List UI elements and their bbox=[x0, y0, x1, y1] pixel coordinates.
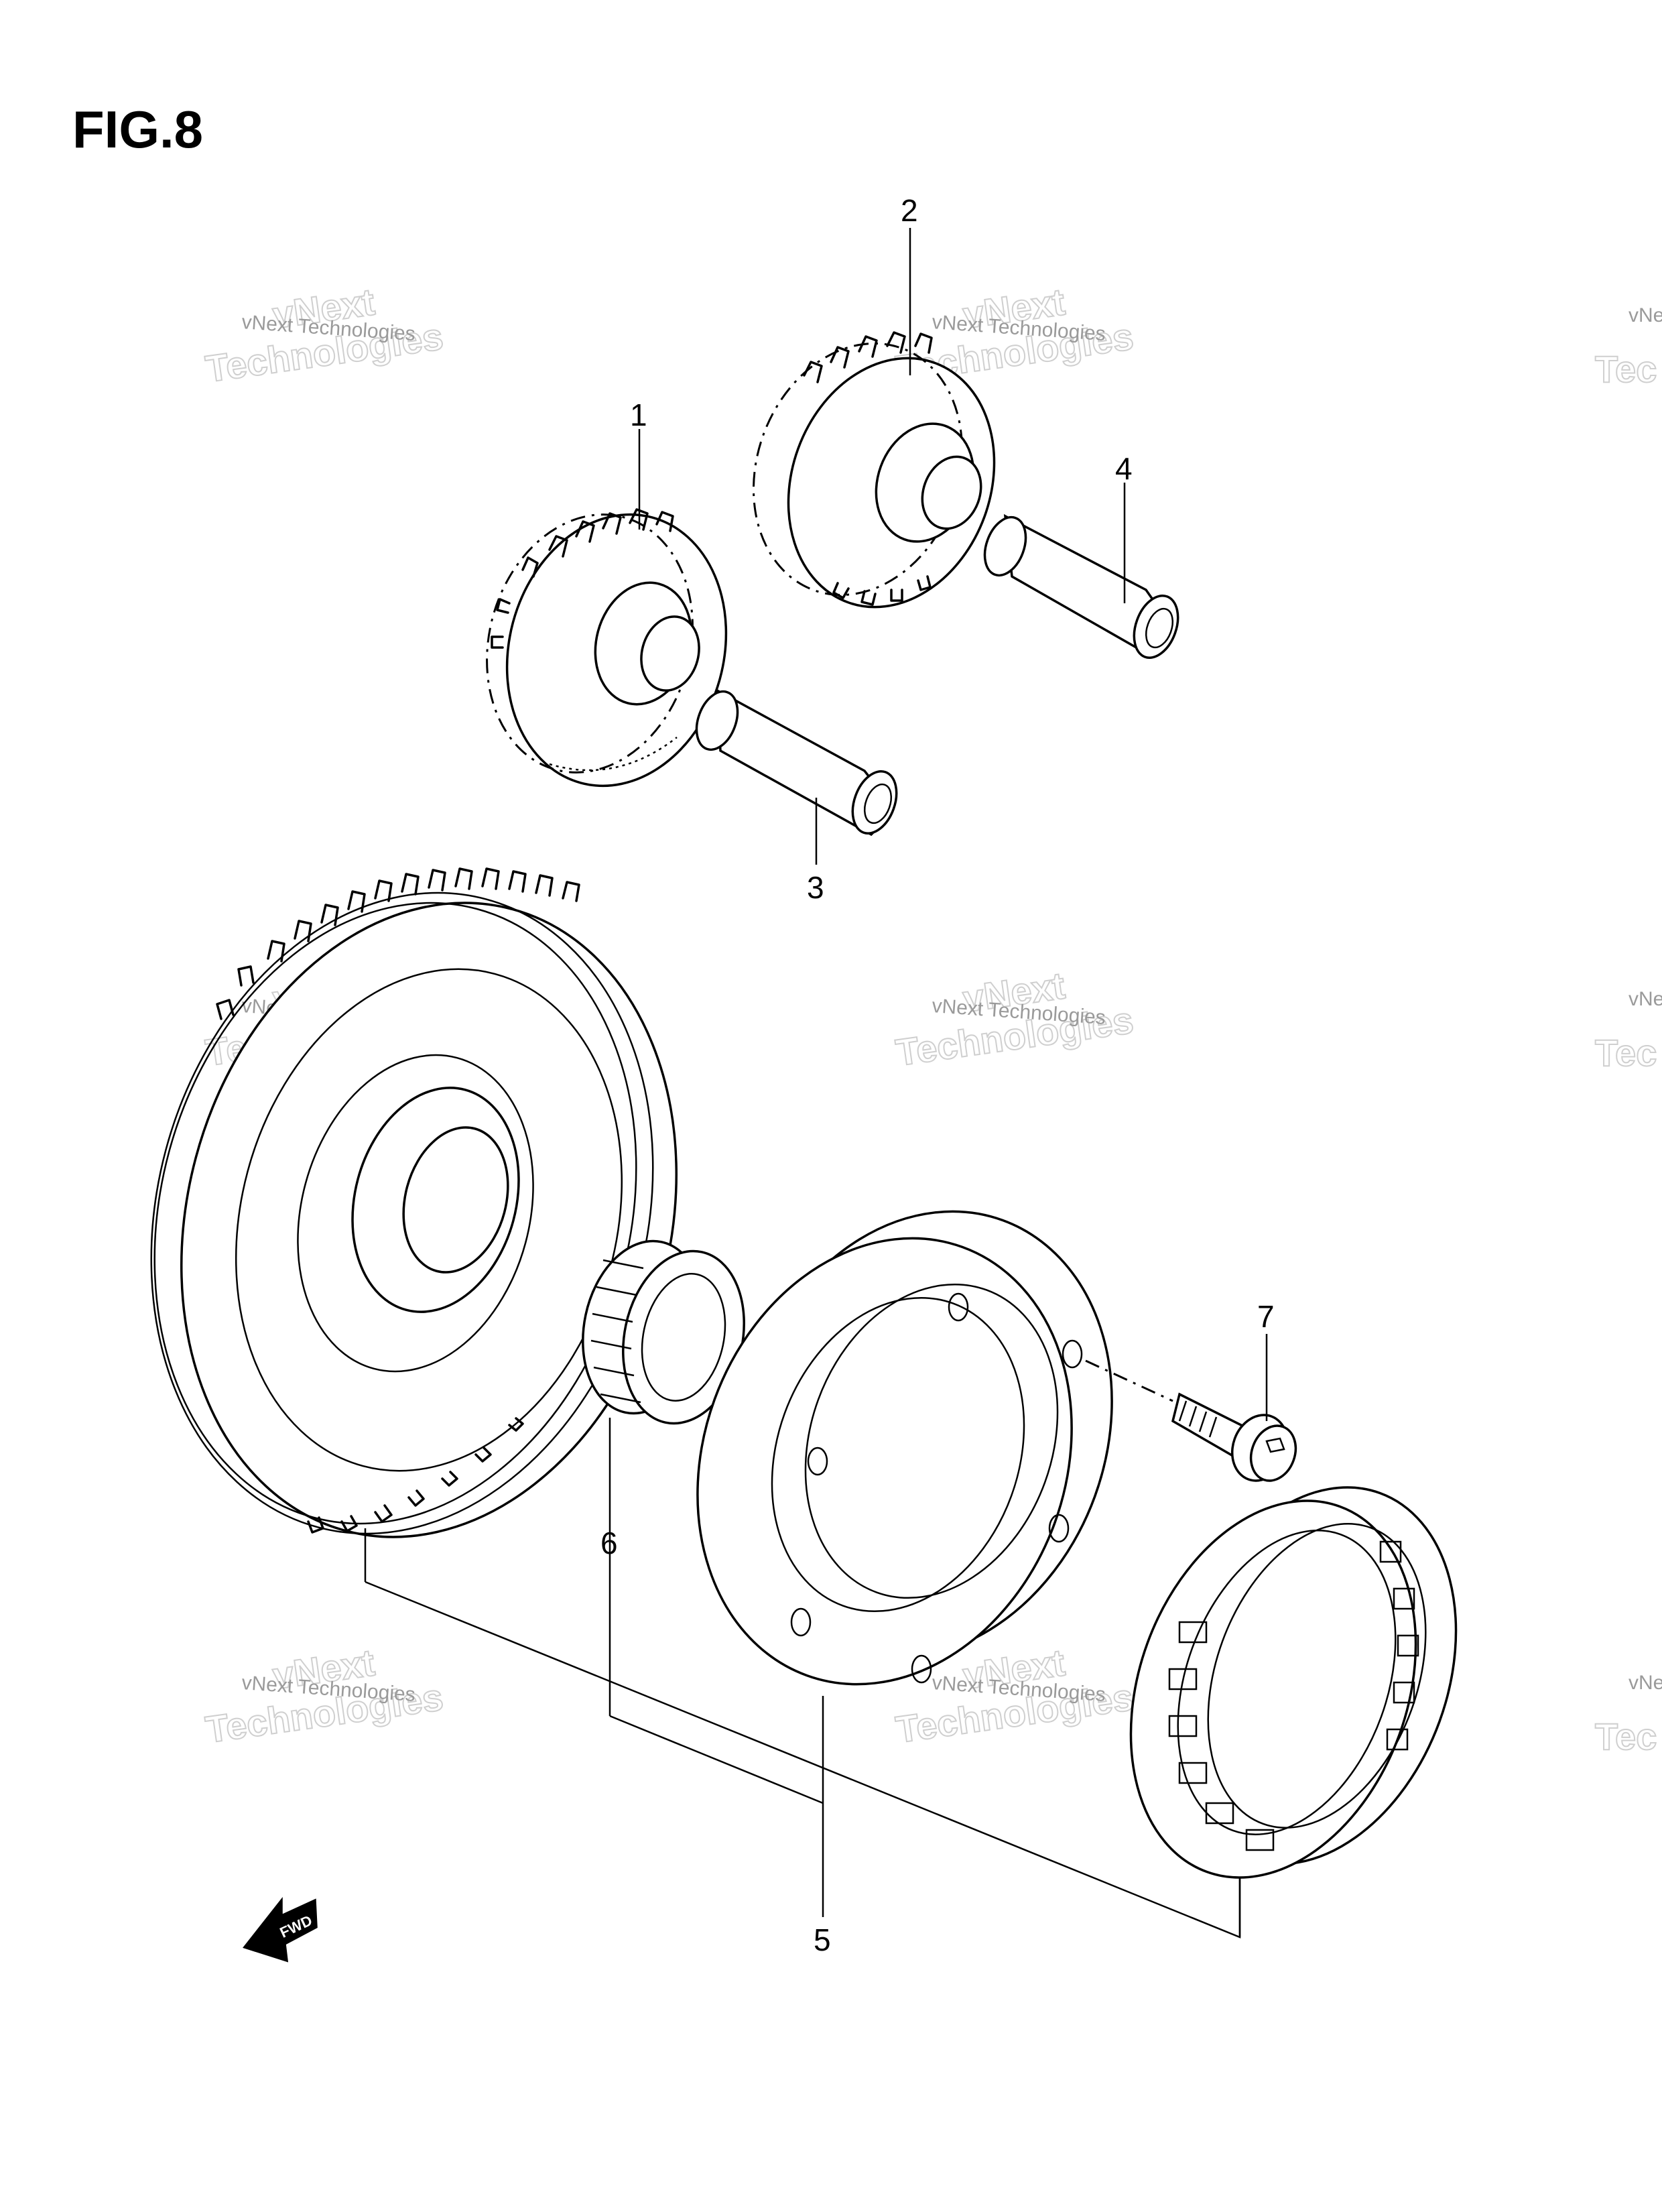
figure-title: FIG.8 bbox=[72, 100, 203, 159]
callout-7: 7 bbox=[1257, 1299, 1275, 1334]
part-1-gear bbox=[486, 508, 728, 788]
starter-driven-gear bbox=[150, 867, 678, 1538]
watermark-text: vNe bbox=[1628, 988, 1662, 1010]
part-2-gear bbox=[752, 331, 996, 609]
watermark-text: vNe bbox=[1628, 304, 1662, 326]
callout-2: 2 bbox=[901, 193, 918, 228]
watermark-text: Tec bbox=[1595, 1715, 1657, 1758]
leader-lines bbox=[364, 228, 1268, 1939]
fwd-direction-arrow: FWD bbox=[243, 1896, 318, 1963]
watermark-text: Tec bbox=[1595, 1032, 1657, 1074]
watermark-text: Tec bbox=[1595, 348, 1657, 390]
watermark-text: vNe bbox=[1628, 1672, 1662, 1694]
one-way-clutch bbox=[1129, 1486, 1458, 1879]
part-5-clutch-housing bbox=[696, 1210, 1113, 1686]
callout-1: 1 bbox=[630, 397, 647, 432]
part-6-needle-bearing bbox=[582, 1239, 745, 1425]
callout-4: 4 bbox=[1115, 451, 1133, 486]
callout-5: 5 bbox=[814, 1922, 831, 1957]
part-3-shaft bbox=[695, 688, 898, 837]
callout-6: 6 bbox=[600, 1526, 618, 1560]
part-4-shaft bbox=[983, 513, 1179, 660]
callout-3: 3 bbox=[807, 870, 824, 905]
part-7-bolt bbox=[1085, 1359, 1297, 1482]
